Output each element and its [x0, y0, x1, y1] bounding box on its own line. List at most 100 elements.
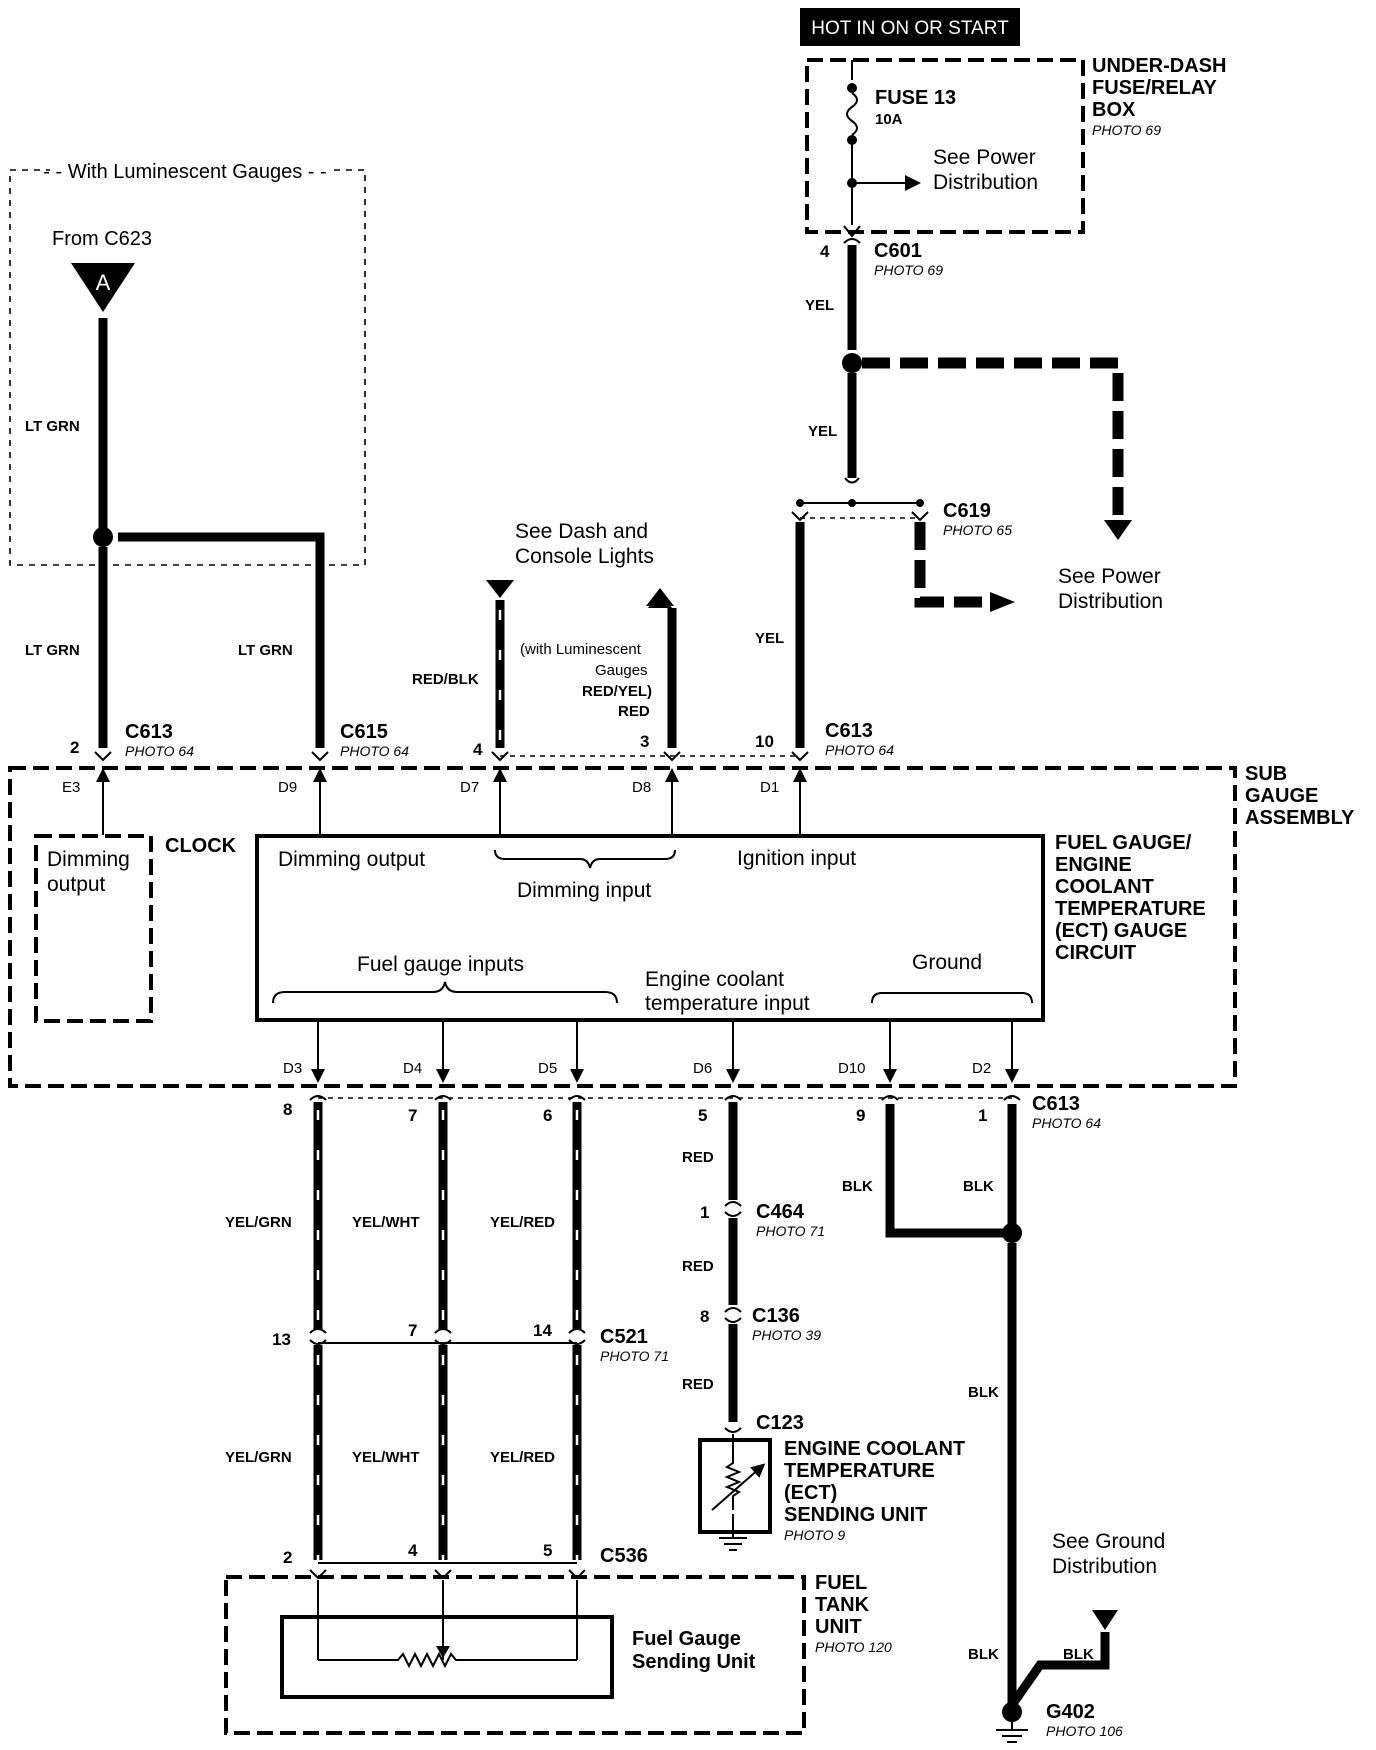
sub-gauge-title-1: SUB — [1245, 763, 1287, 785]
red-label-1: RED — [682, 1149, 714, 1166]
right-arrow-icon — [990, 592, 1015, 612]
connector-a-letter: A — [96, 270, 111, 295]
blk-label-4: BLK — [968, 1646, 999, 1663]
lt-grn-label-3: LT GRN — [238, 642, 293, 659]
c536-pin-2: 2 — [283, 1548, 292, 1567]
blk-label-2: BLK — [963, 1178, 994, 1195]
fuse-rating: 10A — [875, 111, 903, 128]
c601-pin: 4 — [820, 242, 830, 261]
ect-title-3: (ECT) — [784, 1482, 837, 1504]
sender-label-1: Fuel Gauge — [632, 1628, 741, 1650]
yel-wht-label-1: YEL/WHT — [352, 1214, 420, 1231]
gauge-title-4: TEMPERATURE — [1055, 898, 1206, 920]
see-power-right-2: Distribution — [1058, 590, 1163, 613]
c613-bottom-connector: 8 7 6 5 9 1 C613 PHOTO 64 — [283, 1093, 1101, 1131]
pin-d9: D9 — [278, 779, 297, 796]
see-dash-2: Console Lights — [515, 545, 654, 568]
under-dash-fuse-relay-box: FUSE 13 10A See Power Distribution UNDER… — [805, 55, 1226, 234]
c521-photo: PHOTO 71 — [600, 1348, 669, 1364]
ignition-input-label: Ignition input — [737, 847, 856, 870]
lt-grn-label-2: LT GRN — [25, 642, 80, 659]
fuel-gauge-inputs-label: Fuel gauge inputs — [357, 953, 524, 976]
c619-photo: PHOTO 65 — [943, 522, 1012, 538]
luminescent-gauges-box: - - With Luminescent Gauges - - From C62… — [9, 160, 366, 566]
c601-connector: 4 C601 PHOTO 69 — [820, 225, 943, 278]
fuse-symbol — [846, 92, 858, 136]
gauge-title-5: (ECT) GAUGE — [1055, 920, 1187, 942]
fuel-tank-title-3: UNIT — [815, 1616, 862, 1638]
see-ground-1: See Ground — [1052, 1530, 1165, 1553]
pin-4-top: 4 — [473, 740, 483, 759]
yel-red-label-1: YEL/RED — [490, 1214, 555, 1231]
clock-dimming-2: output — [47, 873, 106, 896]
c521-pin-14: 14 — [533, 1321, 552, 1340]
c613-left-pin: 2 — [70, 738, 79, 757]
fuel-tank-title-2: TANK — [815, 1594, 870, 1616]
fuse-13-label: FUSE 13 — [875, 87, 956, 109]
lum-note-3: RED/YEL) — [582, 683, 652, 700]
red-label-dash: RED — [618, 703, 650, 720]
c619-name: C619 — [943, 500, 991, 522]
ect-title-4: SENDING UNIT — [784, 1504, 927, 1526]
c613-left-name: C613 — [125, 721, 173, 743]
c136-name: C136 — [752, 1305, 800, 1327]
ground-dist-triangle-icon — [1092, 1610, 1118, 1630]
g402-photo: PHOTO 106 — [1046, 1723, 1123, 1739]
fuse-see-power-2: Distribution — [933, 171, 1038, 194]
splice-ground — [1002, 1223, 1022, 1243]
blk-label-3: BLK — [968, 1384, 999, 1401]
c613b-pin-7: 7 — [408, 1106, 417, 1125]
pin-d4: D4 — [403, 1060, 422, 1077]
lum-note-2: Gauges — [595, 662, 648, 679]
c521-name: C521 — [600, 1326, 648, 1348]
c521-pin-13: 13 — [272, 1330, 291, 1349]
lum-note-1: (with Luminescent — [520, 641, 642, 658]
c123-connector: C123 — [724, 1412, 804, 1434]
clock-dimming-1: Dimming — [47, 848, 130, 871]
ect-title-1: ENGINE COOLANT — [784, 1438, 965, 1460]
pin-3-top: 3 — [640, 732, 649, 751]
yel-label-2: YEL — [808, 423, 837, 440]
g402-ground: G402 PHOTO 106 — [996, 1701, 1123, 1743]
c601-name: C601 — [874, 240, 922, 262]
c536-name: C536 — [600, 1545, 648, 1567]
c613-mid-name: C613 — [825, 720, 873, 742]
c123-name: C123 — [756, 1412, 804, 1434]
sub-gauge-assembly: SUB GAUGE ASSEMBLY E3 D9 D7 D8 D1 Dimmin… — [8, 763, 1355, 1088]
c613b-pin-5: 5 — [698, 1106, 707, 1125]
hot-in-on-or-start-banner: HOT IN ON OR START — [800, 8, 1020, 46]
ect-input-label-1: Engine coolant — [645, 968, 784, 991]
red-label-3: RED — [682, 1376, 714, 1393]
c613-mid-photo: PHOTO 64 — [825, 742, 894, 758]
c613b-pin-1: 1 — [978, 1106, 987, 1125]
yel-grn-label-1: YEL/GRN — [225, 1214, 292, 1231]
fuel-tank-title-1: FUEL — [815, 1572, 867, 1594]
clock-title: CLOCK — [165, 835, 237, 857]
c136-photo: PHOTO 39 — [752, 1327, 821, 1343]
pin-10-top: 10 — [755, 732, 774, 751]
pin-d3: D3 — [283, 1060, 302, 1077]
sub-gauge-title-3: ASSEMBLY — [1245, 807, 1355, 829]
fusebox-title-2: FUSE/RELAY — [1092, 77, 1218, 99]
pin-d6: D6 — [693, 1060, 712, 1077]
ect-input-label-2: temperature input — [645, 992, 810, 1015]
see-dash-1: See Dash and — [515, 520, 648, 543]
luminescent-label: - - With Luminescent Gauges - - — [43, 161, 326, 183]
c619-connector: C619 PHOTO 65 — [791, 477, 1012, 538]
dashed-power-feed — [862, 357, 1124, 525]
c536-pin-5: 5 — [543, 1541, 552, 1560]
blk-label-5: BLK — [1063, 1646, 1094, 1663]
fusebox-title-3: BOX — [1092, 99, 1136, 121]
pin-d7: D7 — [460, 779, 479, 796]
pin-d2: D2 — [972, 1060, 991, 1077]
c613-left-photo: PHOTO 64 — [125, 743, 194, 759]
fuel-tank-photo: PHOTO 120 — [815, 1639, 892, 1655]
see-ground-2: Distribution — [1052, 1555, 1157, 1578]
yel-grn-label-2: YEL/GRN — [225, 1449, 292, 1466]
splice-yel — [842, 353, 862, 373]
pin-d1: D1 — [760, 779, 779, 796]
yel-red-label-2: YEL/RED — [490, 1449, 555, 1466]
c136-connector: 8 C136 PHOTO 39 — [700, 1305, 821, 1343]
down-arrow-icon — [1104, 520, 1132, 540]
